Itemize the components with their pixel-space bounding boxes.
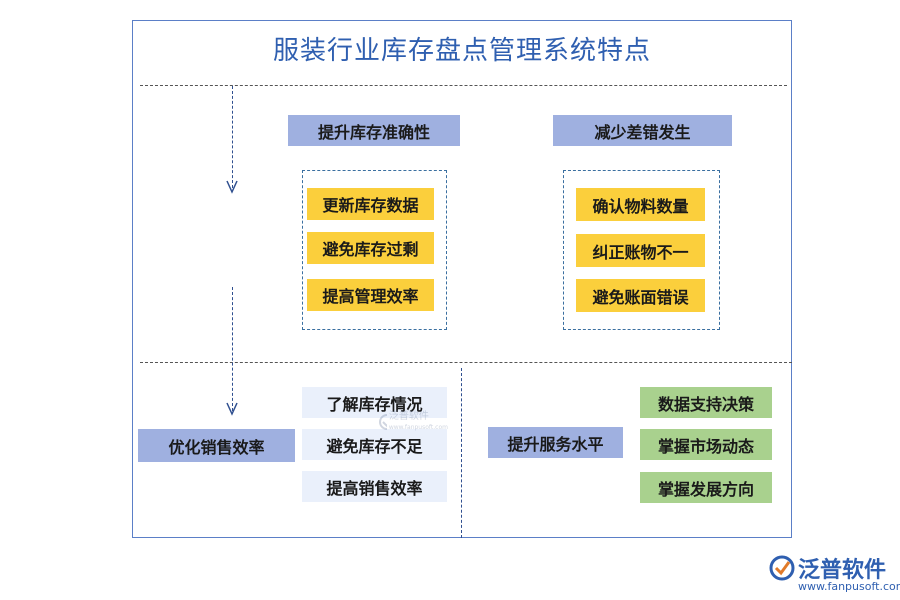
section-header-service-level: 提升服务水平 — [488, 427, 623, 458]
brand-url: www.fanpusoft.com — [798, 580, 900, 593]
diagram-title: 服装行业库存盘点管理系统特点 — [272, 36, 651, 66]
brand-logo-icon — [769, 555, 795, 581]
lower-arrow-line — [232, 287, 233, 411]
accuracy-item: 避免库存过剩 — [307, 232, 434, 264]
service-item: 掌握市场动态 — [640, 429, 772, 460]
middle-divider — [140, 362, 792, 363]
error-item: 纠正账物不一 — [576, 234, 705, 267]
top-divider — [140, 85, 787, 86]
watermark: 泛普软件 www.fanpusoft.com — [378, 408, 448, 436]
error-item: 避免账面错误 — [576, 279, 705, 312]
service-item: 数据支持决策 — [640, 387, 772, 418]
diagram-frame — [132, 20, 792, 538]
accuracy-items-box — [302, 170, 447, 330]
watermark-logo-icon — [379, 414, 387, 430]
section-header-error-reduction: 减少差错发生 — [553, 115, 732, 146]
brand-logo: 泛普软件 www.fanpusoft.com — [768, 552, 900, 597]
sales-item: 避免库存不足 — [302, 429, 447, 460]
watermark-url: www.fanpusoft.com — [388, 424, 448, 431]
section-header-accuracy: 提升库存准确性 — [288, 115, 460, 146]
sales-item: 提高销售效率 — [302, 471, 447, 502]
accuracy-item: 提高管理效率 — [307, 279, 434, 311]
watermark-name: 泛普软件 — [388, 411, 429, 422]
error-item: 确认物料数量 — [576, 188, 705, 221]
bottom-split-line — [461, 368, 462, 538]
upper-arrow-line — [232, 86, 233, 188]
sales-item: 了解库存情况 — [302, 387, 447, 418]
section-header-sales-efficiency: 优化销售效率 — [138, 429, 295, 462]
accuracy-item: 更新库存数据 — [307, 188, 434, 220]
brand-name: 泛普软件 — [798, 558, 887, 583]
error-items-box — [563, 170, 720, 330]
service-item: 掌握发展方向 — [640, 472, 772, 503]
